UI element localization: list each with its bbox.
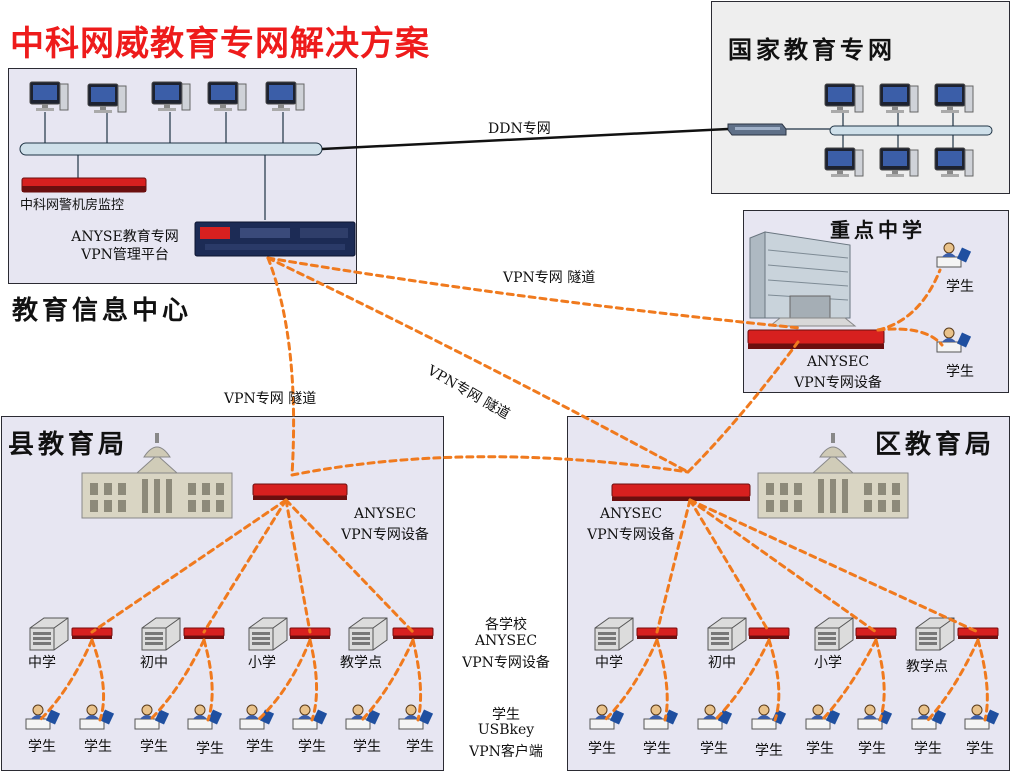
- center-pc-icon: [87, 83, 127, 114]
- school-label: 初中: [708, 655, 736, 671]
- national-name: 国家教育专网: [728, 35, 896, 64]
- student-icon: [292, 704, 328, 730]
- keyschool-name: 重点中学: [830, 218, 926, 242]
- platform-label-2: VPN管理平台: [81, 247, 169, 263]
- legend-schools-2: ANYSEC: [474, 633, 538, 649]
- school-server-icon: [707, 617, 747, 651]
- national-pc-icon: [879, 83, 919, 114]
- student-label: 学生: [643, 741, 671, 757]
- district-device-2: VPN专网设备: [587, 527, 675, 543]
- center-bus-drops: [44, 112, 284, 220]
- school-router-icon: [392, 627, 434, 640]
- school-server-icon: [915, 617, 955, 651]
- school-server-icon: [814, 617, 854, 651]
- national-pc-icon: [934, 83, 974, 114]
- national-pc-icon: [824, 147, 864, 178]
- monitor-appliance-icon: [21, 177, 147, 193]
- student-label: 学生: [353, 739, 381, 755]
- student-icon: [936, 327, 972, 353]
- national-pc-icon: [824, 83, 864, 114]
- legend-client-3: VPN客户端: [469, 744, 543, 760]
- legend-client-2: USBkey: [477, 722, 535, 738]
- student-label: 学生: [700, 741, 728, 757]
- keyschool-device-1: ANYSEC: [806, 354, 870, 370]
- keyschool-student: 学生: [946, 364, 974, 380]
- legend-schools-1: 各学校: [485, 617, 527, 633]
- school-label: 中学: [595, 655, 623, 671]
- school-label: 小学: [248, 655, 276, 671]
- school-router-icon: [957, 627, 999, 640]
- legend-schools-3: VPN专网设备: [462, 655, 550, 671]
- school-building-icon: [749, 231, 857, 327]
- school-router-icon: [855, 627, 897, 640]
- vpn-platform-icon: [194, 221, 356, 257]
- keyschool-router-icon: [747, 329, 885, 349]
- student-label: 学生: [966, 741, 994, 757]
- school-server-icon: [248, 617, 288, 651]
- national-pc-icon: [879, 147, 919, 178]
- school-label: 初中: [140, 655, 168, 671]
- student-label: 学生: [28, 739, 56, 755]
- ddn-link: [321, 127, 729, 151]
- student-label: 学生: [806, 741, 834, 757]
- district-name: 区教育局: [875, 430, 996, 460]
- center-pc-icon: [29, 81, 69, 112]
- school-router-icon: [748, 627, 790, 640]
- keyschool-student: 学生: [946, 279, 974, 295]
- student-icon: [187, 704, 223, 730]
- county-device-1: ANYSEC: [353, 506, 417, 522]
- student-icon: [857, 704, 893, 730]
- student-icon: [964, 704, 1000, 730]
- student-label: 学生: [755, 743, 783, 759]
- student-icon: [643, 704, 679, 730]
- center-pc-icon: [207, 81, 247, 112]
- student-label: 学生: [196, 741, 224, 757]
- platform-label-1: ANYSE教育专网: [71, 229, 179, 245]
- school-label: 教学点: [906, 659, 948, 675]
- national-pc-icon: [934, 147, 974, 178]
- page-title: 中科网威教育专网解决方案: [10, 24, 430, 64]
- student-label: 学生: [914, 741, 942, 757]
- center-bus: [19, 142, 323, 156]
- monitor-label: 中科网警机房监控: [20, 198, 125, 213]
- national-bus: [829, 125, 993, 136]
- tunnel-label-1: VPN专网 隧道: [503, 270, 596, 286]
- school-server-icon: [348, 617, 388, 651]
- county-router-icon: [252, 483, 348, 500]
- center-pc-icon: [151, 81, 191, 112]
- student-icon: [936, 242, 972, 268]
- school-server-icon: [141, 617, 181, 651]
- student-label: 学生: [140, 739, 168, 755]
- student-icon: [79, 704, 115, 730]
- school-server-icon: [594, 617, 634, 651]
- center-pc-icon: [265, 81, 305, 112]
- county-name: 县教育局: [8, 430, 129, 460]
- student-label: 学生: [84, 739, 112, 755]
- keyschool-device-2: VPN专网设备: [794, 375, 882, 391]
- school-label: 教学点: [340, 655, 382, 671]
- legend-client-1: 学生: [492, 707, 520, 723]
- student-label: 学生: [246, 739, 274, 755]
- student-label: 学生: [298, 739, 326, 755]
- school-router-icon: [71, 627, 113, 640]
- student-label: 学生: [588, 741, 616, 757]
- school-label: 中学: [28, 655, 56, 671]
- national-switch-icon: [727, 123, 787, 136]
- school-label: 小学: [814, 655, 842, 671]
- student-label: 学生: [858, 741, 886, 757]
- student-icon: [398, 704, 434, 730]
- school-server-icon: [29, 617, 69, 651]
- vpn-tunnels: [38, 256, 989, 722]
- district-router-icon: [611, 483, 751, 501]
- student-icon: [751, 704, 787, 730]
- ddn-label: DDN专网: [488, 121, 551, 137]
- district-device-1: ANYSEC: [599, 506, 663, 522]
- tunnel-label-3: VPN专网 隧道: [224, 391, 317, 407]
- center-name: 教育信息中心: [12, 296, 193, 326]
- student-label: 学生: [406, 739, 434, 755]
- county-device-2: VPN专网设备: [341, 527, 429, 543]
